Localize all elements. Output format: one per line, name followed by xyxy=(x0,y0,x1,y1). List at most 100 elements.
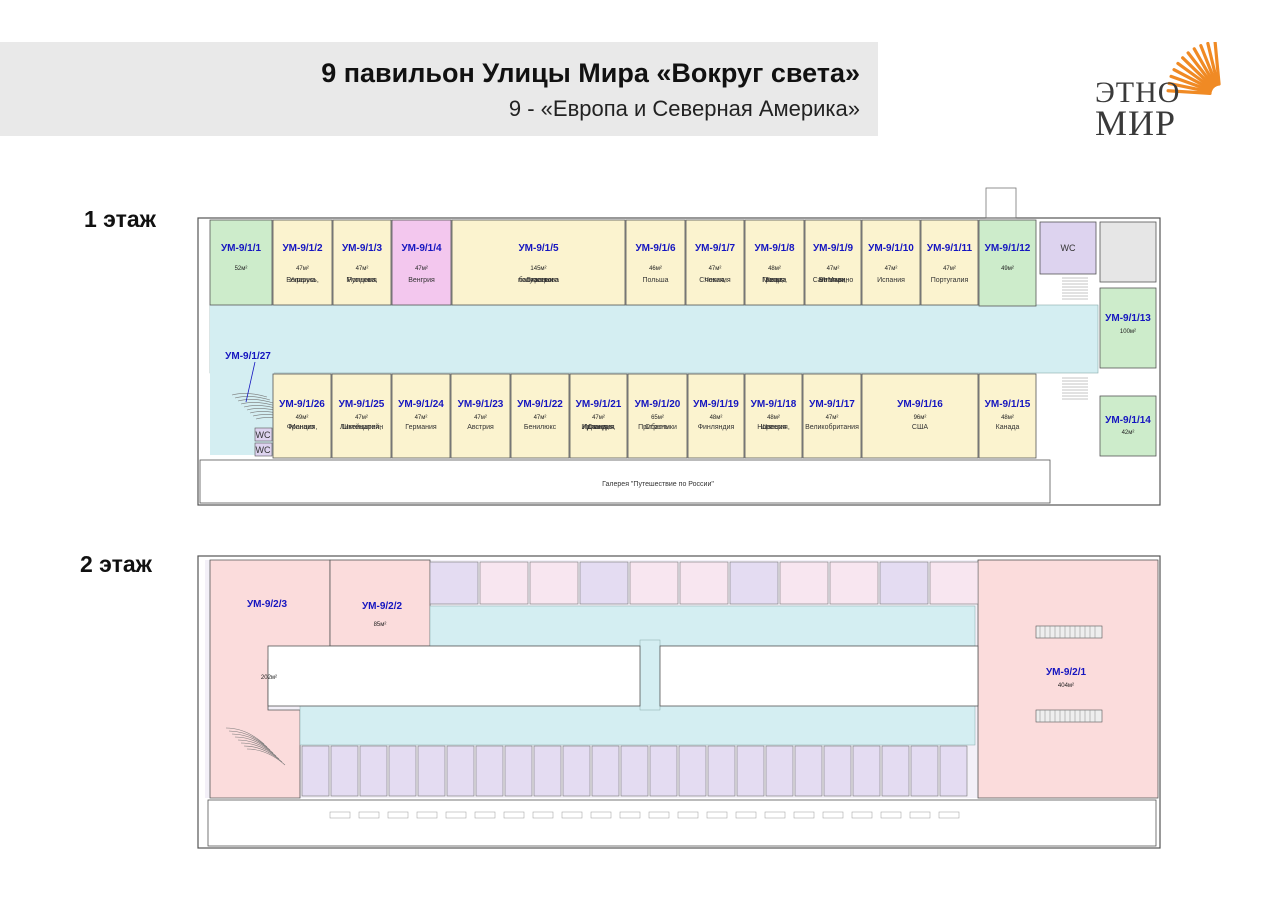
ethnomir-logo: ЭТНО МИР xyxy=(1090,42,1230,143)
stair-step xyxy=(243,745,283,763)
floor1-corridor xyxy=(209,304,1099,374)
unit-id: УМ-9/1/12 xyxy=(985,243,1031,254)
page-subtitle: 9 - «Европа и Северная Америка» xyxy=(508,96,860,121)
stair-step xyxy=(231,733,271,751)
unit-id: УМ-9/1/18 xyxy=(751,399,797,410)
unit-area: 100м² xyxy=(1120,329,1136,335)
room-block xyxy=(629,561,679,605)
floor-2-label: 2 этаж xyxy=(80,551,152,577)
seat-block xyxy=(358,811,380,819)
seat-block xyxy=(474,811,496,819)
unit-id: УМ-9/1/11 xyxy=(927,243,973,254)
cabin xyxy=(736,745,765,797)
12: Канада xyxy=(996,424,1020,431)
logo-line2: МИР xyxy=(1095,103,1177,143)
unit-area: 49м² xyxy=(1001,266,1014,272)
unit-id: УМ-9/1/8 xyxy=(754,243,795,254)
unit-area: 404м² xyxy=(1058,683,1074,689)
seat-block xyxy=(706,811,728,819)
corridor-unit-label: УМ-9/1/27 xyxy=(225,351,271,362)
unit-room xyxy=(920,219,979,306)
12: Франция,Монако xyxy=(287,424,318,431)
stair-step xyxy=(237,739,277,757)
sunrise-logo-icon xyxy=(1166,42,1221,95)
unit-area: 47м² xyxy=(534,415,547,421)
unit-room xyxy=(744,219,805,306)
hall-2 xyxy=(329,559,431,647)
unit-room xyxy=(802,373,862,459)
logo-line1: ЭТНО xyxy=(1095,76,1181,109)
cabin xyxy=(475,745,504,797)
gallery-label: Галерея "Путешествие по России" xyxy=(602,481,714,488)
cabin xyxy=(823,745,852,797)
unit-area: 47м² xyxy=(709,266,722,272)
unit-id: УМ-9/1/19 xyxy=(693,399,739,410)
logo-ray xyxy=(1186,51,1216,88)
seat-block xyxy=(619,811,641,819)
40: Страныбалканскогополуострова xyxy=(518,276,559,284)
seat-block xyxy=(822,811,844,819)
logo-ray xyxy=(1213,42,1221,86)
escalator xyxy=(1035,625,1103,639)
wc-room xyxy=(1039,221,1097,275)
unit-area: 47м² xyxy=(885,266,898,272)
cabin xyxy=(562,745,591,797)
unit-room xyxy=(804,219,862,306)
unit-room xyxy=(569,373,628,459)
cabin xyxy=(591,745,620,797)
12: Молдова,Румыния xyxy=(346,277,377,284)
seat-block xyxy=(909,811,931,819)
cabin xyxy=(359,745,388,797)
atrium-void xyxy=(267,645,641,707)
unit-id: УМ-9/1/20 xyxy=(635,399,681,410)
unit-area: 47м² xyxy=(943,266,956,272)
seat-block xyxy=(503,811,525,819)
floor-1-label: 1 этаж xyxy=(84,206,156,232)
seat-block xyxy=(880,811,902,819)
room-block xyxy=(429,561,479,605)
12: Италия,Ватикан,Сан-Марино xyxy=(813,277,854,284)
unit-area: 48м² xyxy=(767,415,780,421)
wc-room xyxy=(254,442,273,457)
escalator xyxy=(1035,709,1103,723)
seat-block xyxy=(387,811,409,819)
seat-block xyxy=(735,811,757,819)
unit-id: УМ-9/1/5 xyxy=(518,243,559,254)
logo-ray xyxy=(1192,47,1217,87)
room-block xyxy=(479,561,529,605)
unit-id: УМ-9/1/4 xyxy=(401,243,442,254)
cabin xyxy=(301,745,330,797)
unit-area: 47м² xyxy=(826,415,839,421)
unit-room xyxy=(744,373,803,459)
unit-room xyxy=(510,373,570,459)
cabin xyxy=(794,745,823,797)
unit-id: УМ-9/1/26 xyxy=(279,399,325,410)
unit-area: 47м² xyxy=(355,415,368,421)
cabin xyxy=(533,745,562,797)
unit-id: УМ-9/1/3 xyxy=(342,243,383,254)
seat-block xyxy=(329,811,351,819)
unit-id: УМ-9/1/14 xyxy=(1105,415,1151,426)
floor2-bottom-strip xyxy=(207,799,1157,847)
wc-room xyxy=(254,427,273,442)
unit-room xyxy=(332,219,392,306)
logo-ray xyxy=(1166,89,1212,95)
unit-area: 47м² xyxy=(356,266,369,272)
unit-room xyxy=(978,373,1037,459)
room-block xyxy=(729,561,779,605)
cabin xyxy=(707,745,736,797)
wc-label: WC xyxy=(1061,243,1076,253)
unit-room xyxy=(272,373,332,459)
cabin xyxy=(649,745,678,797)
stair-step xyxy=(234,736,274,754)
room-block xyxy=(529,561,579,605)
room-block xyxy=(879,561,929,605)
12: Чехия,Словакия xyxy=(699,277,731,284)
unit-id: УМ-9/1/15 xyxy=(985,399,1031,410)
unit-room xyxy=(451,219,626,306)
unit-area: 42м² xyxy=(1122,430,1135,436)
unit-id: УМ-9/1/10 xyxy=(868,243,914,254)
unit-area: 52м² xyxy=(235,266,248,272)
stair-step xyxy=(246,748,286,766)
unit-id: УМ-9/1/2 xyxy=(282,243,323,254)
